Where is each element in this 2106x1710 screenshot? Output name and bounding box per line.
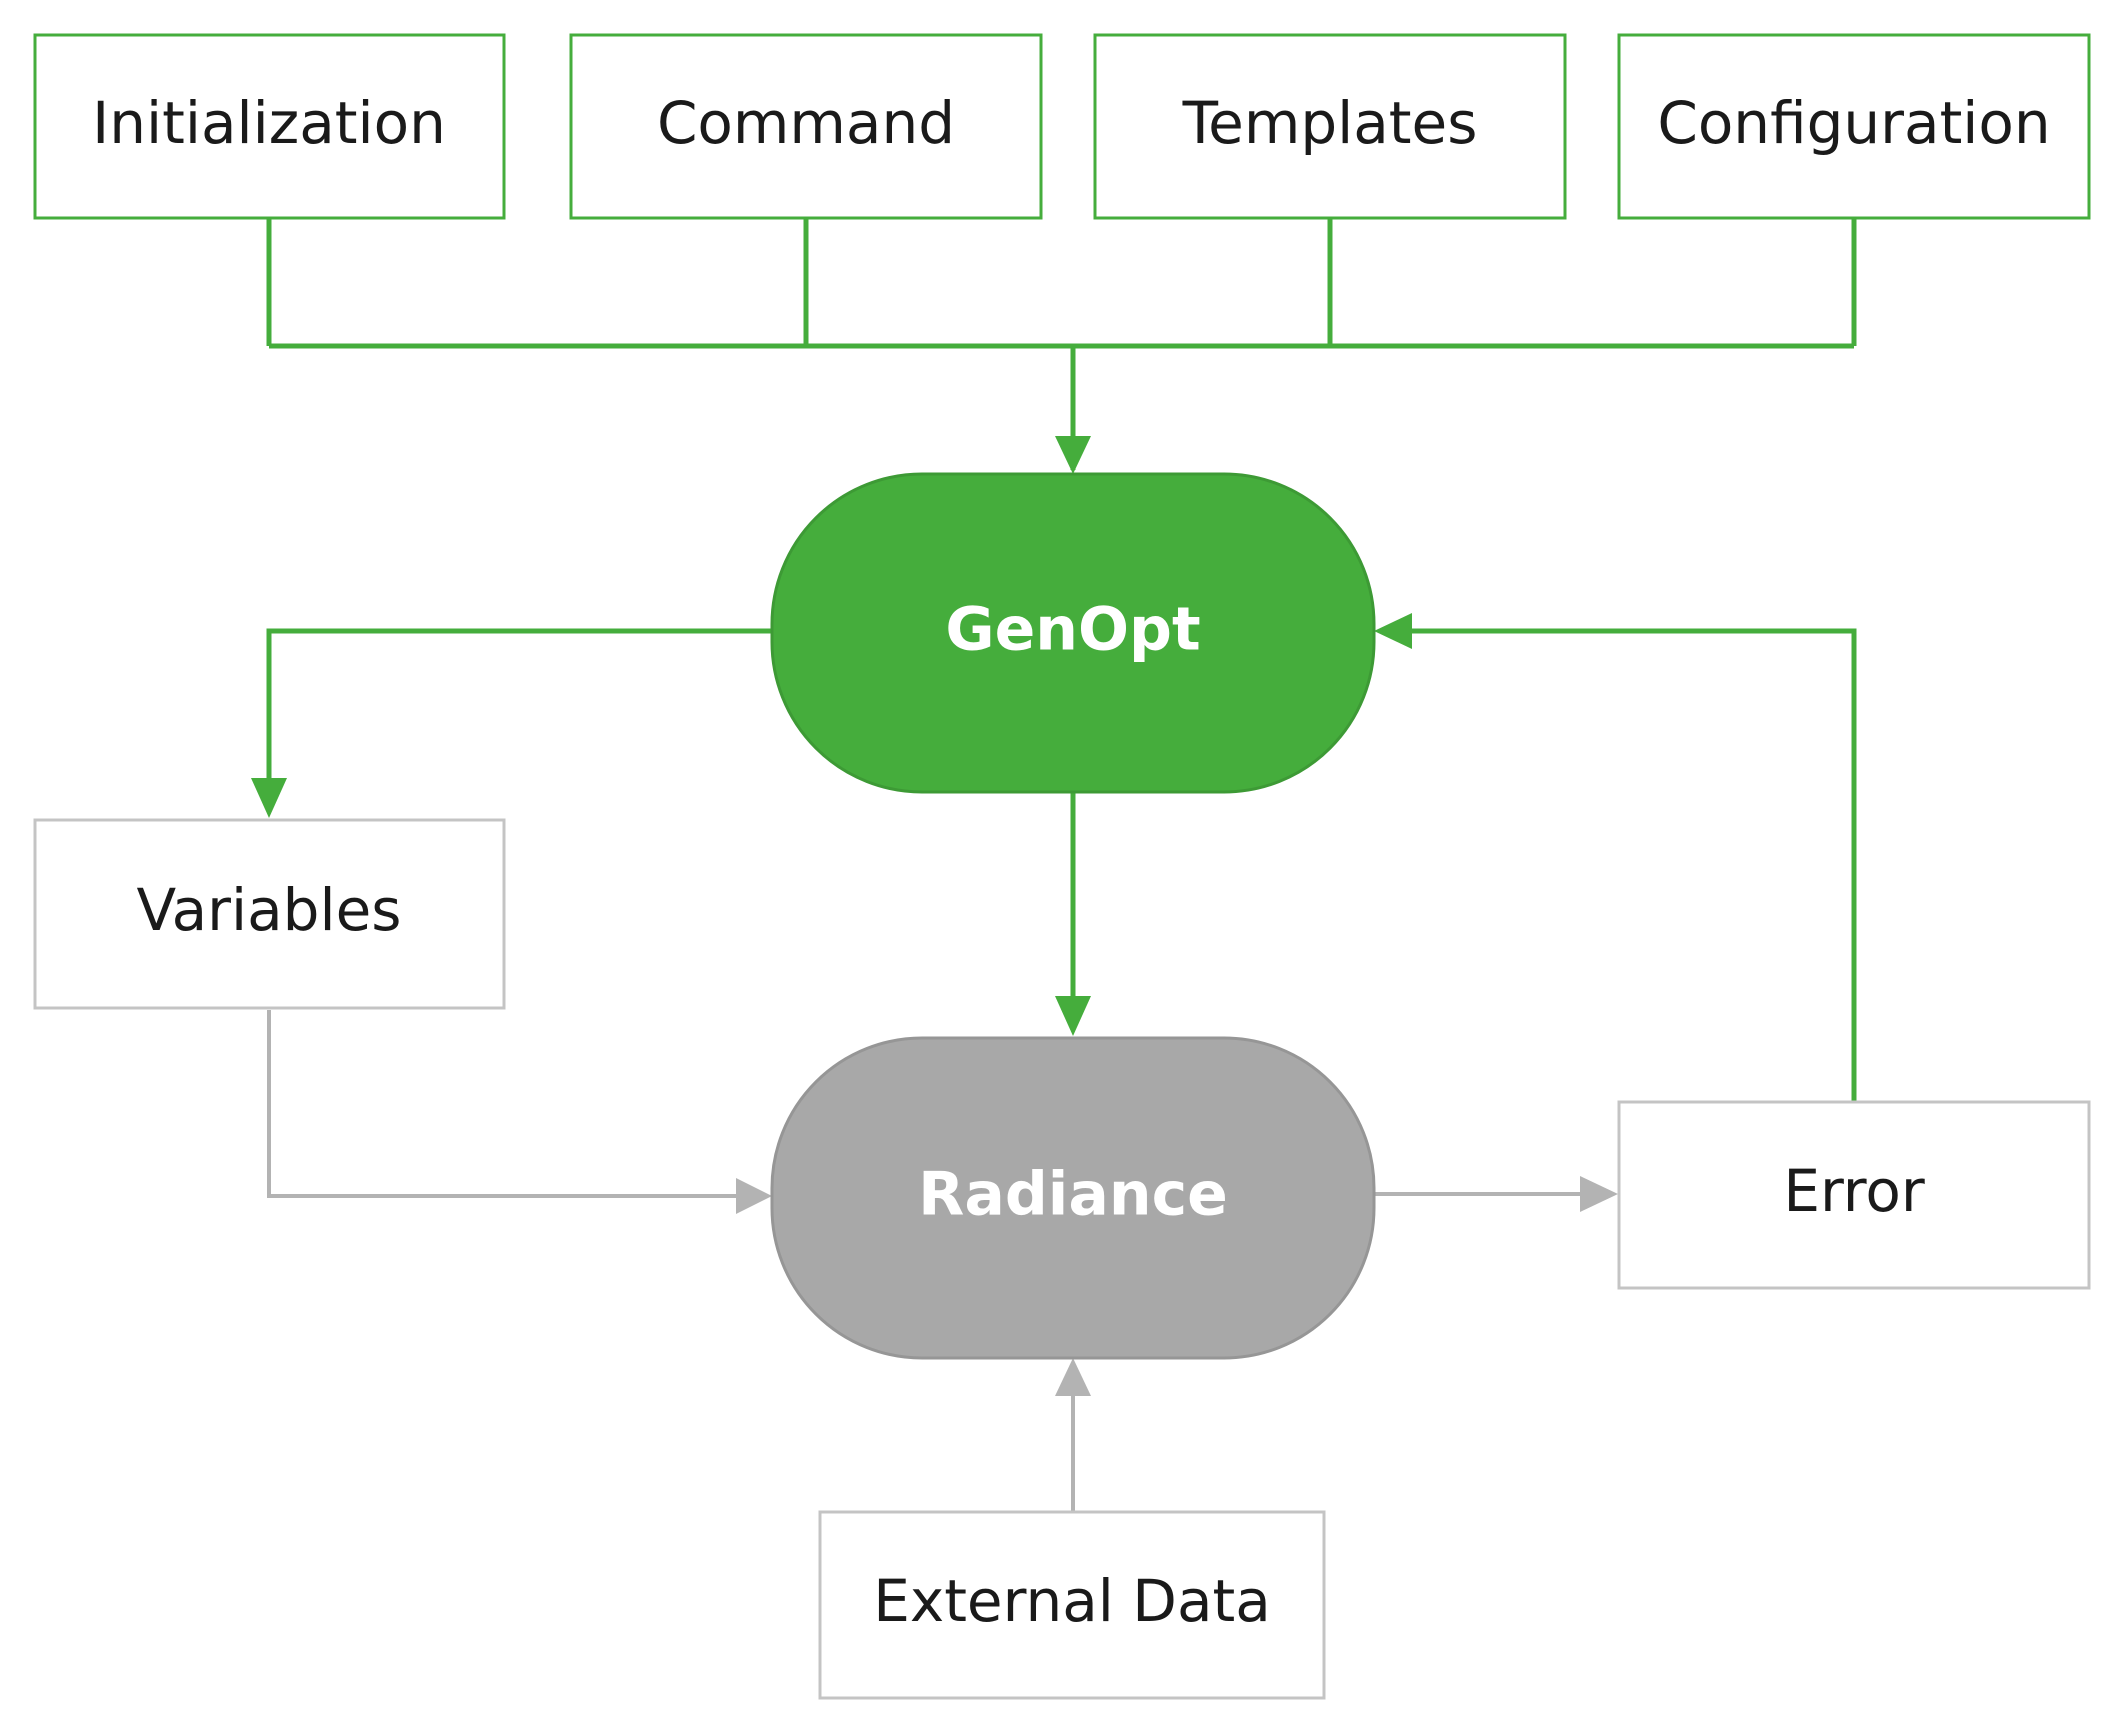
radiance-label: Radiance [918,1160,1228,1230]
error-box: Error [1617,1100,2091,1290]
arrowhead-error-to-genopt [1374,613,1412,649]
variables-label: Variables [136,876,401,944]
input-box-initialization: Initialization [33,33,506,220]
radiance-node: Radiance [770,1036,1376,1360]
input-box-templates: Templates [1093,33,1567,220]
variables-box: Variables [33,818,506,1010]
arrow-genopt-to-variables [266,628,772,780]
arrowhead-genopt-to-radiance [1055,996,1091,1036]
configuration-label: Configuration [1657,89,2050,157]
initialization-label: Initialization [92,89,446,157]
error-label: Error [1783,1157,1925,1225]
input-box-configuration: Configuration [1617,33,2091,220]
arrowhead-genopt-to-variables [251,778,287,818]
arrowhead-radiance-to-error [1580,1176,1618,1212]
command-label: Command [657,89,955,157]
templates-label: Templates [1182,89,1478,157]
arrowhead-variables-to-radiance [736,1178,772,1214]
arrow-variables-to-radiance [267,1010,740,1198]
external-data-box: External Data [818,1510,1326,1700]
arrowhead-external-to-radiance [1055,1358,1091,1396]
input-bus [266,218,1857,349]
genopt-label: GenOpt [945,595,1200,665]
input-box-command: Command [569,33,1043,220]
arrowhead-bus-to-genopt [1055,436,1091,474]
arrow-error-to-genopt [1410,628,1857,1102]
genopt-node: GenOpt [770,472,1376,794]
external-data-label: External Data [873,1567,1271,1635]
